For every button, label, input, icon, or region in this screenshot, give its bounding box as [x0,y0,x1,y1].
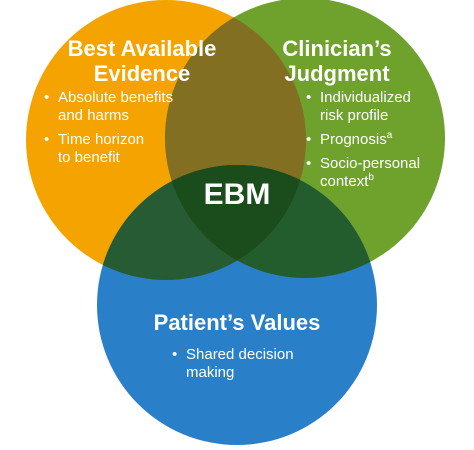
evidence-bullets: Absolute benefits and harms Time horizon… [44,89,194,173]
evidence-bullet-benefits: Absolute benefits and harms [44,89,194,125]
evidence-bullet-time-horizon: Time horizon to benefit [44,131,194,167]
judgment-bullet-prognosis: Prognosisa [306,130,456,150]
prognosis-footnote-marker: a [386,130,393,141]
values-title: Patient’s Values [153,310,321,335]
judgment-title: Clinician’s Judgment [262,36,412,86]
judgment-bullet-risk-profile: Individualized risk profile [306,89,456,125]
judgment-title-line1: Clinician’s [282,36,392,61]
values-bullet-shared-decision: Shared decision making [172,346,332,382]
evidence-title-line1: Best Available [67,36,217,61]
values-bullets: Shared decision making [172,346,332,388]
judgment-bullet-socio-personal: Socio-personal contextb [306,155,456,191]
evidence-title: Best Available Evidence [52,36,232,86]
center-label: EBM [203,178,271,211]
judgment-bullets: Individualized risk profile Prognosisa S… [306,89,456,197]
evidence-title-line2: Evidence [93,61,191,86]
judgment-title-line2: Judgment [284,61,390,86]
context-footnote-marker: b [368,172,374,183]
evidence-values-overlap [97,165,306,280]
